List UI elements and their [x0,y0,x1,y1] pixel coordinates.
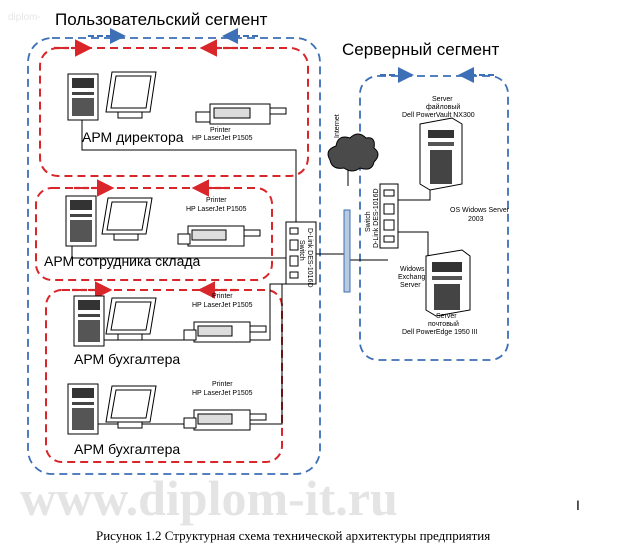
file-server-line2: файловый [426,103,460,111]
server-segment-boundary [359,75,509,361]
accountant1-printer-title: Printer [212,293,233,300]
figure-caption: Рисунок 1.2 Структурная схема техническо… [96,528,490,543]
file-server-line3: Dell PowerVault NX300 [402,112,475,119]
mail-server-line1: Server [436,313,457,320]
server-switch-type: Switch [365,211,372,232]
director-printer-model: HP LaserJet P1505 [192,135,253,142]
internet-label: Internet [334,114,341,138]
file-server-line1: Server [432,96,453,103]
warehouse-pc-icon [65,195,97,247]
accountant2-pc-icon [67,383,99,435]
watermark-main: www.diplom-it.ru [20,470,398,526]
os-label-line1: OS Widows Server [450,207,510,214]
accountant1-workstation-label: АРМ бухгалтера [74,351,180,367]
director-pc-icon [67,73,99,121]
warehouse-monitor-icon [101,197,153,241]
backbone-bus [343,209,351,293]
exchange-label-line2: Exchange [398,274,429,281]
warehouse-group-boundary [35,187,273,281]
director-monitor-icon [105,71,157,119]
accountant2-printer-icon [183,409,267,431]
accountant1-printer-icon [183,321,267,343]
accounting-group-boundary [45,289,283,463]
user-segment-boundary [27,37,321,475]
exchange-label-line1: Widows [400,266,425,273]
mail-server-line3: Dell PowerEdge 1950 III [402,329,478,336]
os-label-line2: 2003 [468,216,484,223]
watermark-top: diplom- [8,12,41,23]
accountant2-monitor-icon [105,385,157,429]
accountant1-monitor-icon [105,297,157,341]
server-switch-model: D-Link DES-1016D [373,188,380,248]
exchange-label-line3: Server [400,282,421,289]
mail-server-icon [425,249,471,317]
director-workstation-label: АРМ директора [82,129,184,145]
warehouse-printer-title: Printer [206,197,227,204]
warehouse-workstation-label: АРМ сотрудника склада [44,253,201,269]
accountant2-printer-title: Printer [212,381,233,388]
director-printer-title: Printer [210,127,231,134]
network-cables [71,120,431,432]
warehouse-printer-icon [177,225,261,247]
warehouse-printer-model: HP LaserJet P1505 [186,206,247,213]
server-switch-icon [379,183,399,249]
accountant2-printer-model: HP LaserJet P1505 [192,390,253,397]
user-switch-model: D-Link DES-1016D [306,228,313,288]
accountant2-workstation-label: АРМ бухгалтера [74,441,180,457]
server-segment-title: Серверный сегмент [342,40,499,59]
user-switch-icon [285,221,317,285]
accountant1-printer-model: HP LaserJet P1505 [192,302,253,309]
internet-cloud-icon [327,133,379,172]
caption-mark: I [576,497,580,513]
user-switch-type: Switch [298,240,305,261]
file-server-icon [419,117,463,191]
director-printer-icon [195,103,287,125]
accountant1-pc-icon [73,295,105,347]
user-segment-title: Пользовательский сегмент [55,10,268,29]
mail-server-line2: почтовый [428,320,459,328]
director-group-boundary [39,47,309,177]
